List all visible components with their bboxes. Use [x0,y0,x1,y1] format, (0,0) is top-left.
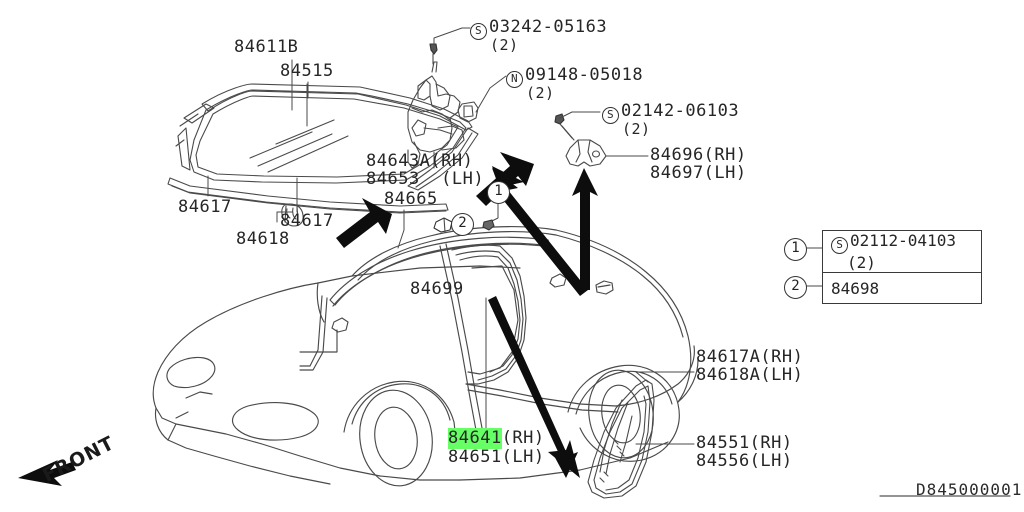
label-moulding-left: 84617 [178,197,232,217]
label-quarter-moulding-lh: 84618A(LH) [696,365,804,385]
car-body-drawing [152,226,699,487]
fastener-part-2: 02142-06103 [621,101,740,121]
label-door-weatherstrip-rh-side: (RH) [501,428,545,448]
fastener-code-icon-0: S [470,23,487,40]
label-windshield-moulding-upper: 84515 [280,61,334,81]
label-quarter-moulding-rh: 84617A(RH) [696,347,804,367]
legend-row-1-part: 02112-04103 [850,231,956,250]
callout-ref-1: 1 [487,181,510,204]
legend-row-1-qty: (2) [847,253,876,272]
legend-ref-1: 1 [784,238,807,261]
fastener-code-icon-1: N [506,71,523,88]
label-hinge-rh: 84643A(RH) [366,151,474,171]
label-quarter-glass-lh: 84556(LH) [696,451,793,471]
callout-ref-2: 2 [451,213,474,236]
label-quarter-glass-rh: 84551(RH) [696,433,793,453]
label-moulding-right: 84617 [280,211,334,231]
legend-ref-2: 2 [784,276,807,299]
fastener-code-icon-2: S [602,107,619,124]
fastener-part-1: 09148-05018 [525,65,644,85]
label-header-seal: 84665 [384,189,438,209]
fastener-qty-2: (2) [622,120,651,138]
fastener-qty-0: (2) [490,36,519,54]
label-grommet: 84699 [410,279,464,299]
legend-code-icon-1: S [831,237,848,254]
label-bracket-lh: 84697(LH) [650,163,747,183]
label-hinge-lh: 84653 (LH) [366,169,485,189]
document-number: D845000001 [916,480,1023,499]
hinge-part-drawing [407,43,479,169]
fastener-qty-1: (2) [526,84,555,102]
fastener-part-0: 03242-05163 [489,17,608,37]
windshield-assembly-drawing [167,83,479,227]
label-windshield-glass: 84611B [234,37,299,57]
label-door-weatherstrip-rh-number: 84641 [448,428,502,449]
label-door-weatherstrip-rh: 84641(RH) [448,428,545,449]
legend-row-2-part: 84698 [831,278,880,298]
label-door-weatherstrip-lh: 84651(LH) [448,447,545,467]
front-arrow-icon [18,460,76,486]
label-clip-lower: 84618 [236,229,290,249]
label-bracket-rh: 84696(RH) [650,145,747,165]
legend-row-2: 84698 [823,273,981,303]
bracket-part-drawing [554,113,607,167]
quarter-glass-drawing [587,371,695,499]
